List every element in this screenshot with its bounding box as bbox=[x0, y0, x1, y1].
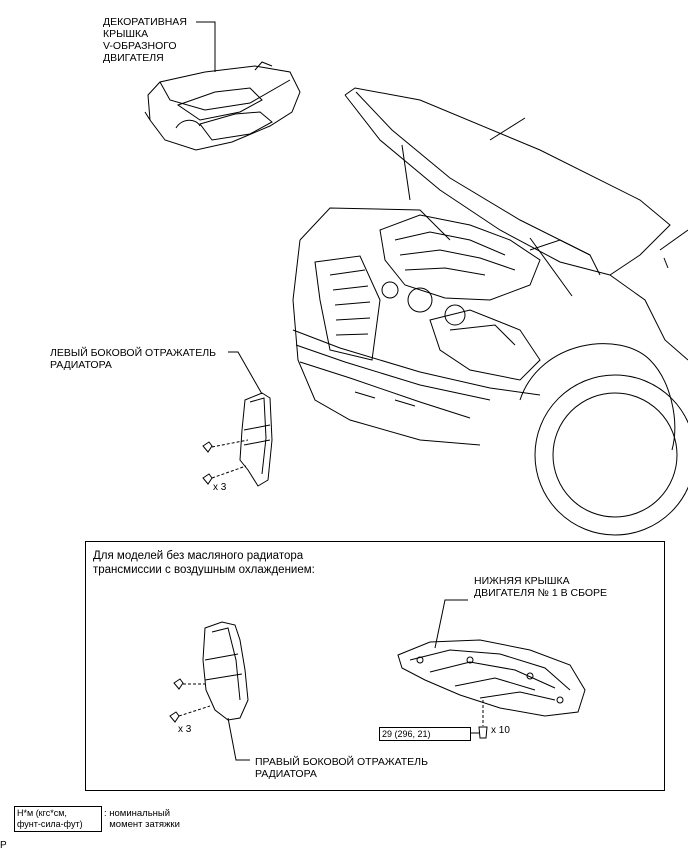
left-deflector-label: ЛЕВЫЙ БОКОВОЙ ОТРАЖАТЕЛЬ РАДИАТОРА bbox=[50, 347, 217, 371]
legend-description: : номинальный момент затяжки bbox=[104, 808, 180, 830]
under-cover-bolt bbox=[478, 700, 488, 739]
left-clips-count: x 3 bbox=[213, 482, 227, 493]
torque-spec-box: 29 (296, 21) bbox=[379, 727, 471, 741]
left-clip-fasteners bbox=[202, 439, 249, 485]
footer-mark: P bbox=[0, 840, 7, 851]
right-deflector-label: ПРАВЫЙ БОКОВОЙ ОТРАЖАТЕЛЬ РАДИАТОРА bbox=[255, 756, 428, 780]
right-deflector-drawing bbox=[202, 621, 249, 721]
left-deflector-leader bbox=[228, 351, 263, 395]
right-clip-fasteners bbox=[169, 678, 211, 723]
inset-condition-text: Для моделей без масляного радиатора тран… bbox=[93, 550, 315, 576]
model-specific-inset bbox=[85, 541, 665, 791]
legend-torque-box: Н*м (кгс*см, фунт-сила-фут) bbox=[14, 806, 102, 832]
vehicle-drawing bbox=[292, 87, 688, 536]
right-clips-count: x 3 bbox=[178, 724, 192, 735]
left-deflector-drawing bbox=[239, 392, 273, 487]
under-cover-leader bbox=[434, 599, 468, 649]
engine-cover-leader bbox=[196, 21, 216, 72]
under-cover-drawing bbox=[397, 639, 586, 717]
engine-cover-drawing bbox=[144, 61, 301, 151]
under-bolts-count: x 10 bbox=[491, 725, 510, 736]
engine-cover-label: ДЕКОРАТИВНАЯ КРЫШКА V-ОБРАЗНОГО ДВИГАТЕЛ… bbox=[103, 16, 187, 64]
under-cover-label: НИЖНЯЯ КРЫШКА ДВИГАТЕЛЯ № 1 В СБОРЕ bbox=[474, 575, 608, 599]
right-deflector-leader bbox=[227, 717, 250, 761]
